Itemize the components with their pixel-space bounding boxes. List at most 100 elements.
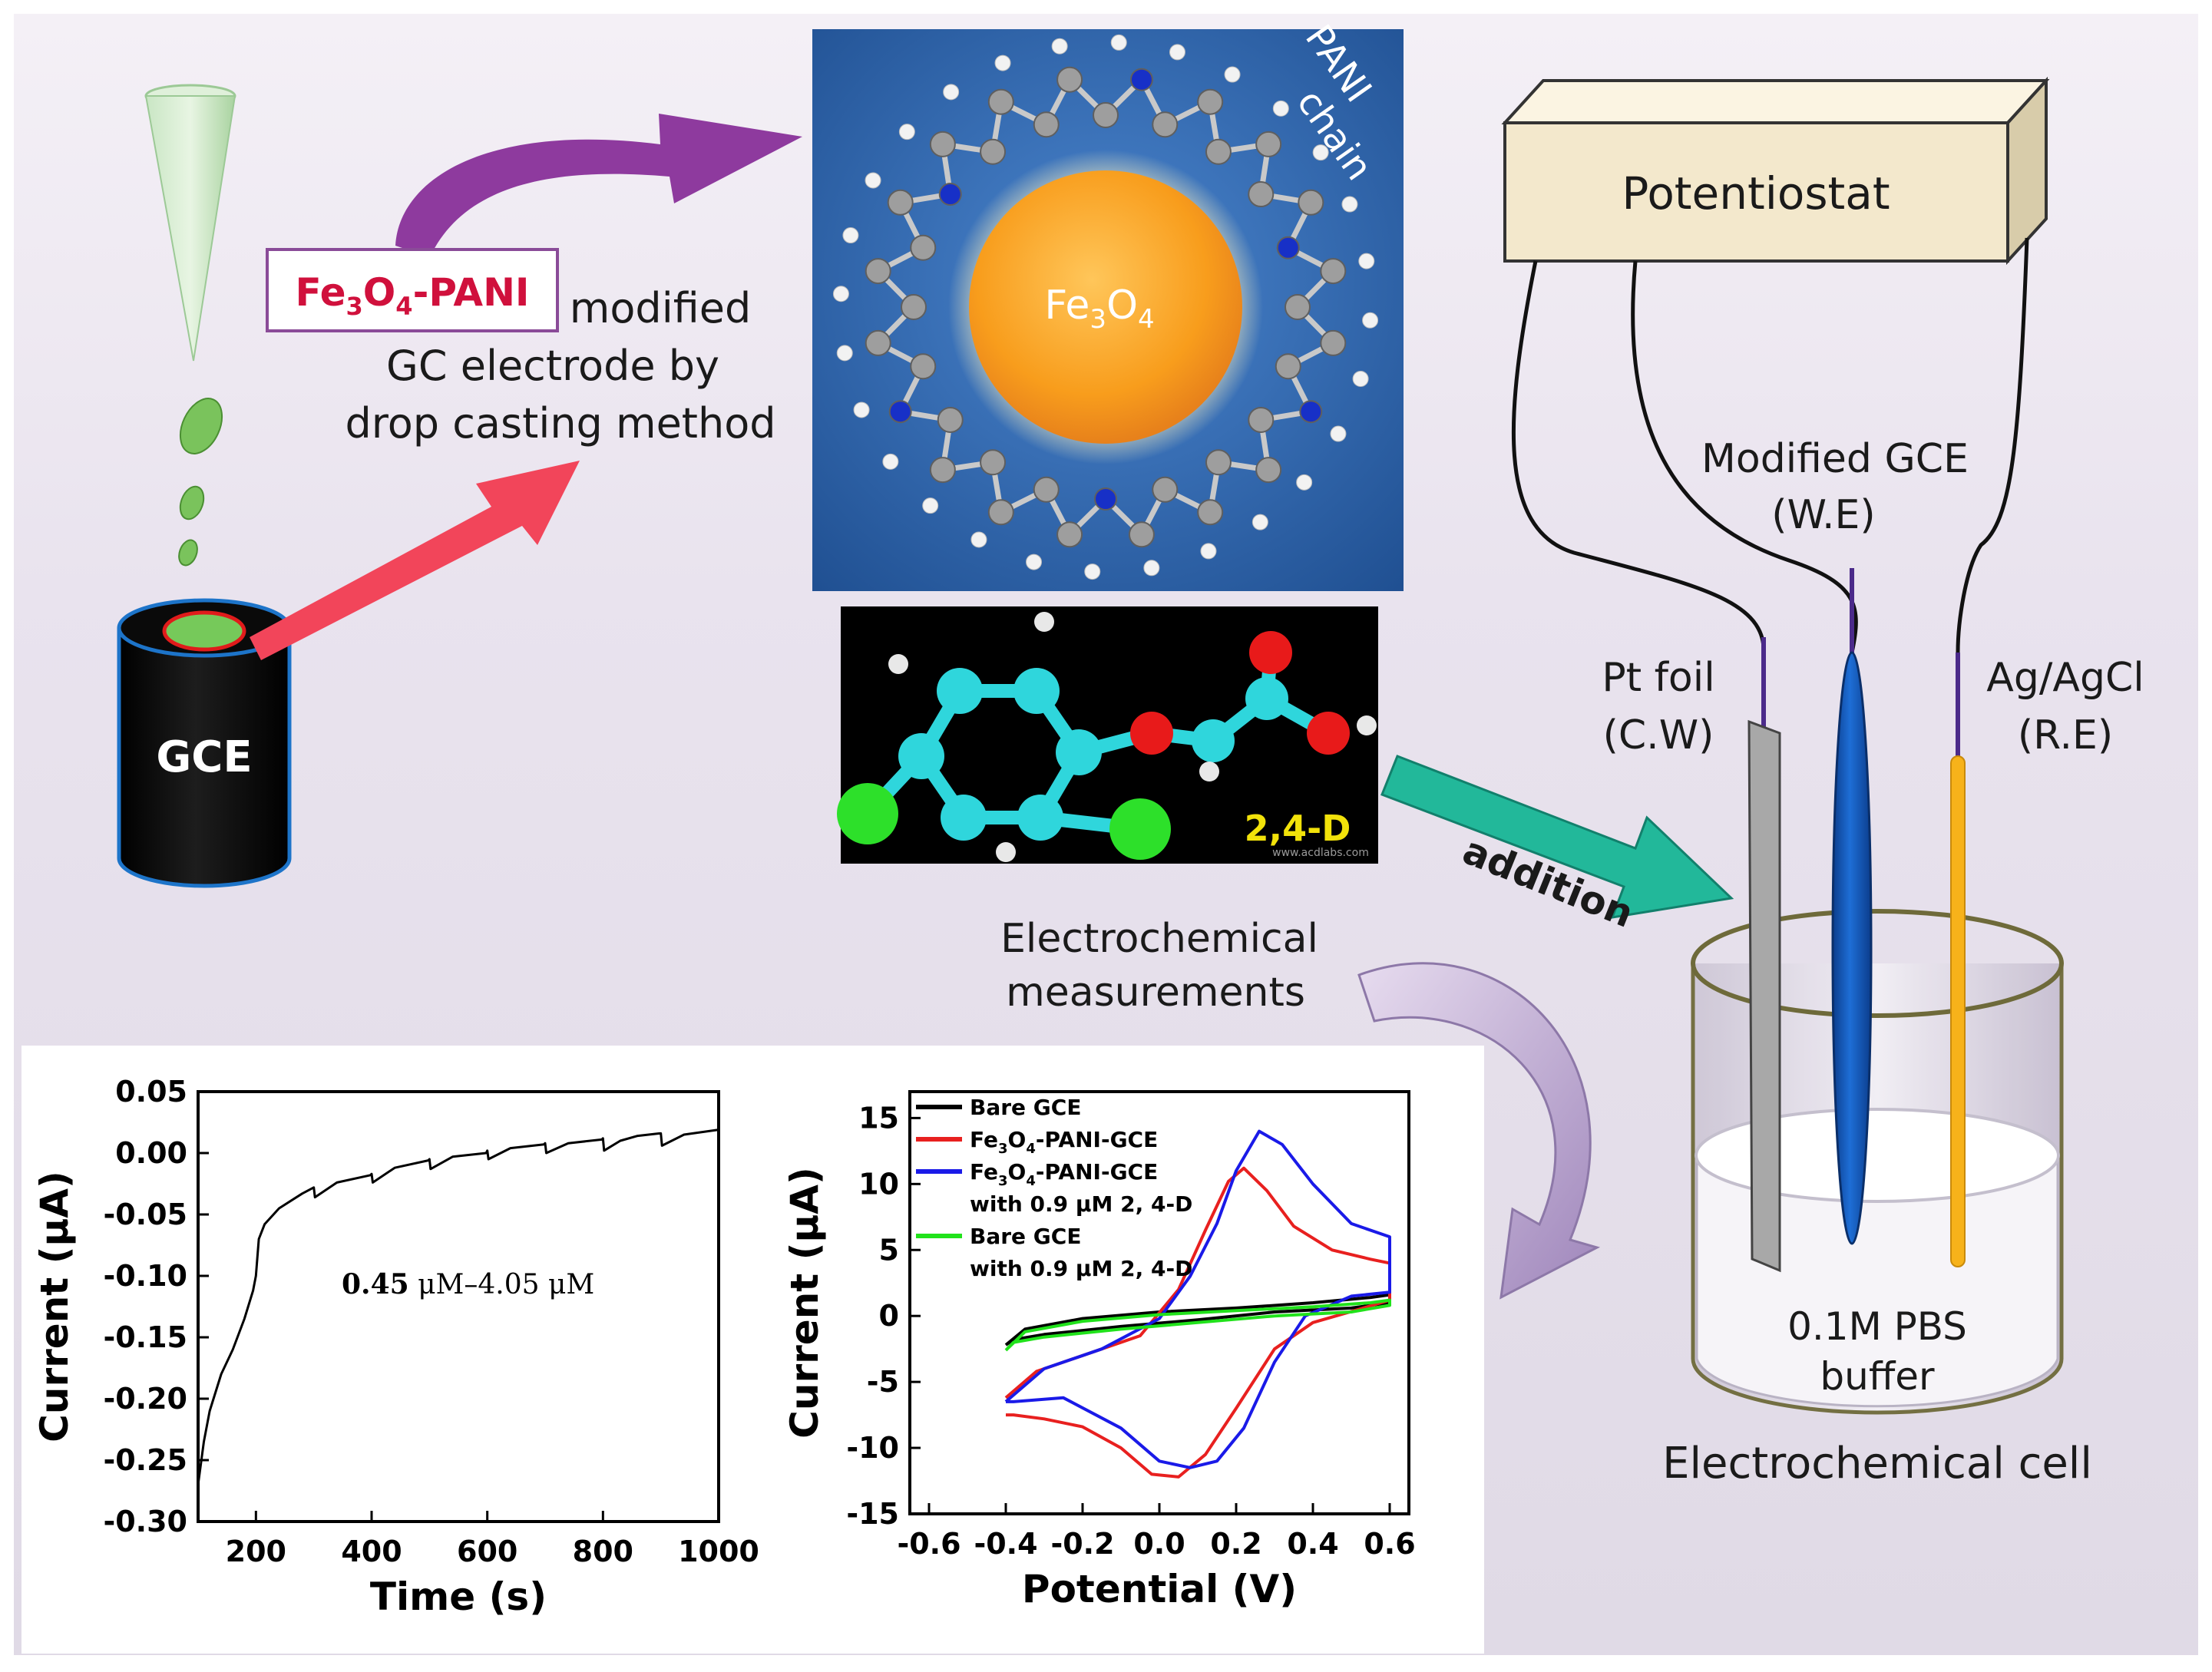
purple-arrow bbox=[395, 114, 802, 257]
hydrogen-atom bbox=[1224, 66, 1241, 83]
nitrogen-atom bbox=[1276, 236, 1300, 259]
legend-label: Bare GCE bbox=[970, 1095, 1081, 1120]
legend-part: O bbox=[1008, 1159, 1027, 1185]
y-tick-label: 15 bbox=[858, 1101, 899, 1135]
red-arrow bbox=[250, 461, 580, 660]
carbon-atom bbox=[1255, 131, 1282, 157]
cl-atom bbox=[837, 783, 898, 844]
gce-electrode: GCE bbox=[117, 598, 292, 888]
modified-gce-label: Modified GCE bbox=[1701, 436, 1969, 482]
hydrogen-atom bbox=[836, 345, 853, 362]
carbon-atom bbox=[980, 449, 1007, 476]
hydrogen-atom bbox=[1200, 543, 1217, 560]
molecule-panel: 2,4-D www.acdlabs.com bbox=[837, 606, 1378, 864]
nitrogen-atom bbox=[1299, 400, 1323, 424]
hydrogen-atom bbox=[853, 401, 870, 418]
y-tick-label: -15 bbox=[846, 1497, 899, 1531]
y-tick-label: -0.15 bbox=[103, 1320, 187, 1354]
pt-foil-electrode bbox=[1747, 637, 1781, 1273]
core-fe: Fe bbox=[1044, 283, 1089, 329]
y-tick-label: -0.20 bbox=[103, 1382, 187, 1416]
beaker-rim bbox=[1691, 909, 2064, 1018]
o-atom bbox=[1249, 631, 1292, 674]
wire-pt bbox=[1511, 260, 1766, 653]
h-atom bbox=[1357, 715, 1377, 735]
electrochemical-line1: Electrochemical bbox=[1000, 916, 1318, 962]
legend-label-line2: with 0.9 μM 2, 4-D bbox=[970, 1256, 1192, 1281]
fe3o4-pani-text: Fe3O4-PANI bbox=[295, 270, 529, 321]
y-tick-label: 5 bbox=[879, 1233, 899, 1267]
hydrogen-atom bbox=[1312, 144, 1329, 161]
hydrogen-atom bbox=[1251, 514, 1268, 530]
carbon-atom bbox=[929, 131, 956, 157]
addition-arrow bbox=[1380, 755, 1734, 919]
hydrogen-atom bbox=[1084, 563, 1101, 580]
core-sub3: 3 bbox=[1089, 304, 1106, 335]
c-atom bbox=[1056, 729, 1102, 775]
sub-3: 3 bbox=[346, 292, 363, 321]
h-atom bbox=[1199, 762, 1219, 781]
hydrogen-atom bbox=[1026, 553, 1043, 570]
cw-label: (C.W) bbox=[1603, 712, 1714, 758]
hydrogen-atom bbox=[943, 84, 960, 101]
carbon-atom bbox=[1255, 457, 1282, 484]
carbon-atom bbox=[1275, 353, 1301, 380]
annotation-bold: 0.45 bbox=[342, 1268, 409, 1300]
legend-label: Bare GCE bbox=[970, 1224, 1081, 1249]
legend-sub: 4 bbox=[1026, 1141, 1036, 1157]
o-atom bbox=[1307, 712, 1350, 755]
fe3o4-pani-box: Fe3O4-PANI bbox=[266, 248, 559, 332]
h-atom bbox=[888, 654, 908, 674]
sub-4: 4 bbox=[395, 292, 412, 321]
carbon-atom bbox=[1152, 111, 1179, 138]
carbon-atom bbox=[910, 353, 937, 380]
carbon-atom bbox=[1298, 189, 1324, 216]
hydrogen-atom bbox=[1143, 560, 1160, 577]
x-tick-label: -0.6 bbox=[897, 1527, 961, 1561]
nitrogen-atom bbox=[888, 400, 912, 424]
buffer-line2: buffer bbox=[1820, 1354, 1935, 1399]
fe3o4-core-label: Fe3O4 bbox=[1044, 283, 1154, 335]
c-atom bbox=[1192, 719, 1235, 762]
carbon-atom bbox=[929, 457, 956, 484]
carbon-atom bbox=[1205, 138, 1232, 165]
carbon-atom bbox=[865, 258, 891, 285]
carbon-atom bbox=[1056, 521, 1083, 548]
concentration-annotation: 0.45 μM–4.05 μM bbox=[342, 1268, 594, 1300]
charts-panel bbox=[21, 1046, 1484, 1654]
carbon-atom bbox=[887, 189, 914, 216]
series-line bbox=[197, 1128, 719, 1485]
potentiostat: Potentiostat bbox=[1501, 76, 2050, 266]
c-atom bbox=[1013, 668, 1060, 714]
y-tick-label: 0 bbox=[879, 1299, 899, 1333]
pani-chain-atoms bbox=[832, 34, 1379, 580]
core-sub4: 4 bbox=[1138, 304, 1155, 335]
cell-caption: Electrochemical cell bbox=[1662, 1439, 2092, 1489]
carbon-atom bbox=[1197, 499, 1224, 526]
y-tick-label: -0.10 bbox=[103, 1259, 187, 1293]
hydrogen-atom bbox=[1341, 196, 1358, 213]
carbon-atom bbox=[1128, 521, 1155, 548]
hydrogen-atom bbox=[865, 172, 881, 189]
c-atom bbox=[898, 733, 944, 779]
carbon-atom bbox=[1152, 476, 1179, 503]
y-tick-label: 0.05 bbox=[115, 1075, 187, 1109]
re-label: (R.E) bbox=[2018, 712, 2113, 758]
legend-part: -PANI-GCE bbox=[1036, 1159, 1158, 1185]
buffer-line1: 0.1M PBS bbox=[1787, 1304, 1967, 1349]
hydrogen-atom bbox=[898, 124, 915, 140]
molecule-credit: www.acdlabs.com bbox=[1272, 847, 1369, 859]
annotation-range: μM–4.05 μM bbox=[409, 1269, 595, 1300]
hydrogen-atom bbox=[882, 453, 899, 470]
y-tick-label: -10 bbox=[846, 1431, 899, 1465]
nitrogen-atom bbox=[1129, 68, 1153, 91]
we-label: (W.E) bbox=[1771, 492, 1875, 538]
x-tick-label: 0.6 bbox=[1364, 1527, 1415, 1561]
x-tick-label: 200 bbox=[226, 1535, 286, 1568]
wire-re bbox=[1956, 237, 2029, 653]
hydrogen-atom bbox=[1362, 312, 1379, 329]
nitrogen-atom bbox=[938, 183, 962, 207]
c-atom bbox=[1017, 795, 1063, 841]
